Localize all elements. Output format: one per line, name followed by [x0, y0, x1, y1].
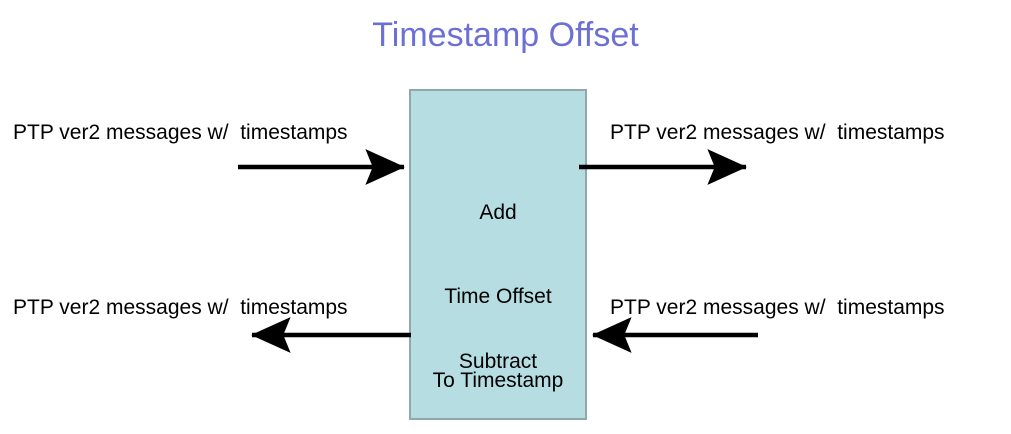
page-title: Timestamp Offset	[372, 16, 639, 54]
process-box	[409, 89, 587, 420]
flow-label-bottom-left: PTP ver2 messages w/ timestamps	[13, 296, 348, 319]
box-label-add-line1: Add	[479, 201, 517, 224]
box-label-subtract: Subtract Time Offset To Timestamp	[383, 292, 613, 434]
flow-label-bottom-right: PTP ver2 messages w/ timestamps	[610, 296, 945, 319]
box-label-subtract-line1: Subtract	[458, 350, 538, 373]
box-label-add-line3: To Timestamp	[432, 369, 564, 392]
box-label-add-line2: Time Offset	[444, 285, 552, 308]
flow-label-top-right: PTP ver2 messages w/ timestamps	[610, 121, 945, 144]
flow-label-top-left: PTP ver2 messages w/ timestamps	[13, 121, 348, 144]
box-label-add: Add Time Offset To Timestamp	[383, 143, 613, 434]
